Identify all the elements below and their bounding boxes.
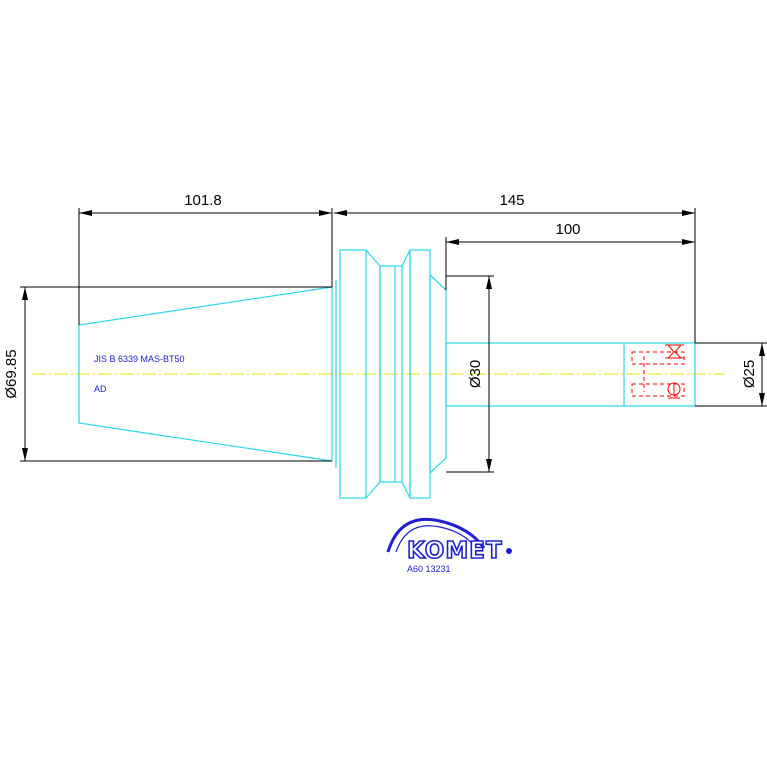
arrow-taper-left: [79, 210, 92, 216]
dim-taper-length: 101.8: [184, 192, 222, 209]
logo-brand-text: KOMET: [407, 538, 503, 564]
flange-groove-bottom: [379, 265, 403, 483]
screw-foot-bottom: [668, 383, 680, 399]
arrow-overall-right: [682, 210, 695, 216]
dim-shank-length: 100: [555, 221, 580, 238]
screw-head-top: [665, 344, 684, 359]
shank: [445, 342, 696, 407]
arrow-flange-bottom: [22, 448, 28, 461]
clamping-screw-details: [631, 344, 685, 399]
arrow-taper-right: [319, 210, 332, 216]
holder-outline: [78, 249, 696, 499]
dim-overall-length: 145: [499, 192, 524, 209]
arrow-shank-dia-bottom: [759, 393, 765, 406]
arrow-shank-right: [682, 239, 695, 245]
arrow-body-top: [486, 276, 492, 289]
arrow-shank-left: [446, 239, 459, 245]
arrow-shank-dia-top: [759, 343, 765, 356]
komet-logo: KOMET A60 13231: [386, 517, 512, 574]
dim-body-diameter: Ø30: [467, 360, 484, 388]
form-note: AD: [94, 384, 107, 394]
standard-note: JIS B 6339 MAS-BT50: [94, 354, 185, 364]
arrow-body-bottom: [486, 459, 492, 472]
taper-body: [78, 286, 333, 462]
dim-shank-diameter: Ø25: [741, 360, 758, 388]
logo-swoosh-inner: [395, 525, 477, 553]
dimension-lines: [20, 208, 767, 473]
part-number: A60 13231: [407, 564, 451, 574]
arrow-overall-left: [334, 210, 347, 216]
arrow-flange-top: [22, 287, 28, 300]
dim-flange-diameter: Ø69.85: [3, 349, 20, 398]
flange-front: [339, 249, 367, 499]
logo-registered-mark: [506, 548, 512, 554]
hidden-bore-bottom: [631, 383, 685, 397]
logo-swoosh: [386, 517, 486, 553]
